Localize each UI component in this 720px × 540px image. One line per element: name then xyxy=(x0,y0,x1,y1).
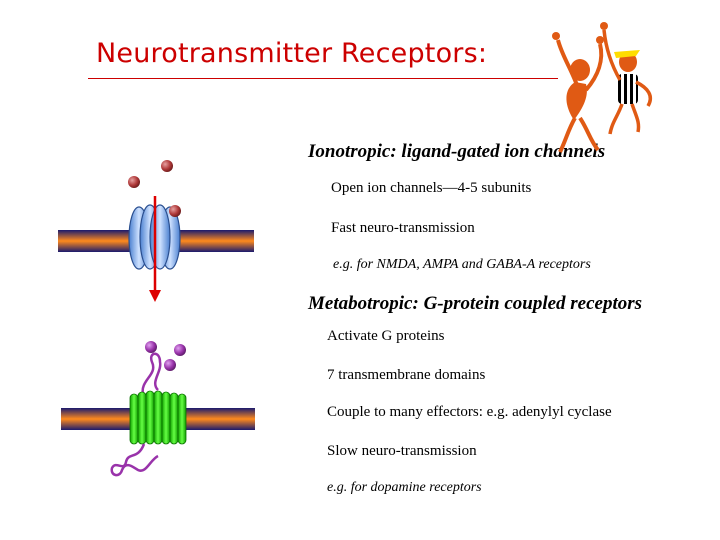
metabotropic-item-gproteins: Activate G proteins xyxy=(327,328,445,344)
metabotropic-item-transmembrane: 7 transmembrane domains xyxy=(327,367,486,383)
metabotropic-heading: Metabotropic: G-protein coupled receptor… xyxy=(308,293,643,314)
gpcr-n-terminus xyxy=(141,352,162,395)
gpcr-c-terminus xyxy=(110,443,159,477)
title-underline xyxy=(88,78,558,79)
ionotropic-item-fast: Fast neuro-transmission xyxy=(331,220,475,236)
ionotropic-item-subunits: Open ion channels—4-5 subunits xyxy=(331,180,532,196)
ion-flow-arrow xyxy=(149,196,161,302)
dancing-figures-icon xyxy=(552,22,653,153)
page-title: Neurotransmitter Receptors: xyxy=(96,38,488,69)
metabotropic-ligands xyxy=(145,341,186,371)
ionotropic-ligands xyxy=(128,160,181,217)
ionotropic-heading: Ionotropic: ligand-gated ion channels xyxy=(308,141,606,162)
ionotropic-item-examples: e.g. for NMDA, AMPA and GABA-A receptors xyxy=(333,257,591,272)
metabotropic-item-examples: e.g. for dopamine receptors xyxy=(327,480,482,495)
gpcr-receptor xyxy=(129,390,187,445)
metabotropic-item-effectors: Couple to many effectors: e.g. adenylyl … xyxy=(327,404,612,420)
metabotropic-item-slow: Slow neuro-transmission xyxy=(327,443,477,459)
